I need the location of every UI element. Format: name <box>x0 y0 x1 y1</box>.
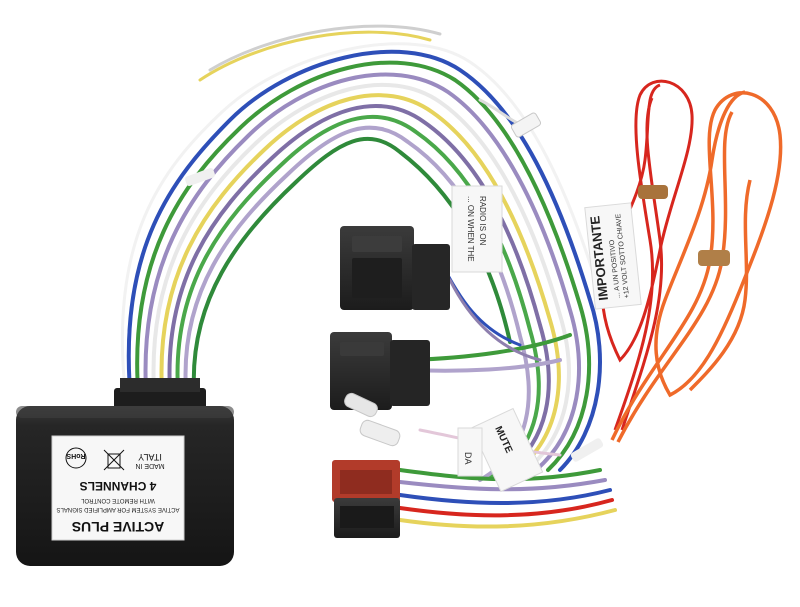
lower-black-connector <box>334 498 400 538</box>
red-connector <box>332 460 400 502</box>
da-tag: DA <box>457 427 483 477</box>
radio-tag: ... ON WHEN THE RADIO IS ON <box>451 185 503 273</box>
rohs-icon <box>65 447 87 469</box>
cable-tie <box>185 168 215 186</box>
cable-tie <box>570 438 604 462</box>
spade-terminal <box>510 112 542 138</box>
svg-text:... ON WHEN THE: ... ON WHEN THE <box>466 196 475 262</box>
wire-bundle <box>120 24 617 529</box>
svg-text:ITALY: ITALY <box>138 452 162 462</box>
svg-text:MADE IN: MADE IN <box>135 462 164 469</box>
weee-bin-icon <box>103 449 125 471</box>
importante-tag: IMPORTANTE ... A UN POSITIVO +12 VOLT SO… <box>584 202 642 310</box>
upper-black-connector <box>340 226 450 310</box>
svg-text:WITH REMOTE CONTROL: WITH REMOTE CONTROL <box>81 497 155 503</box>
channels-label: 4 CHANNELS <box>80 479 157 493</box>
module-sticker <box>51 435 185 541</box>
svg-text:DA: DA <box>463 452 473 465</box>
active-plus-module: ACTIVE PLUS ACTIVE SYSTEM FOR AMPLIFIED … <box>16 406 234 566</box>
svg-text:ACTIVE SYSTEM FOR AMPLIFIED SI: ACTIVE SYSTEM FOR AMPLIFIED SIGNALS <box>56 506 179 512</box>
insulated-terminal <box>344 392 401 447</box>
twine-tie-orange <box>698 250 730 266</box>
rohs-logo: RoHS <box>66 452 85 459</box>
mute-tag: MUTE <box>470 407 544 493</box>
svg-text:RADIO IS ON: RADIO IS ON <box>478 196 487 246</box>
middle-black-connector <box>330 332 430 410</box>
module-title: ACTIVE PLUS <box>72 519 165 535</box>
twine-tie-red <box>638 185 668 199</box>
